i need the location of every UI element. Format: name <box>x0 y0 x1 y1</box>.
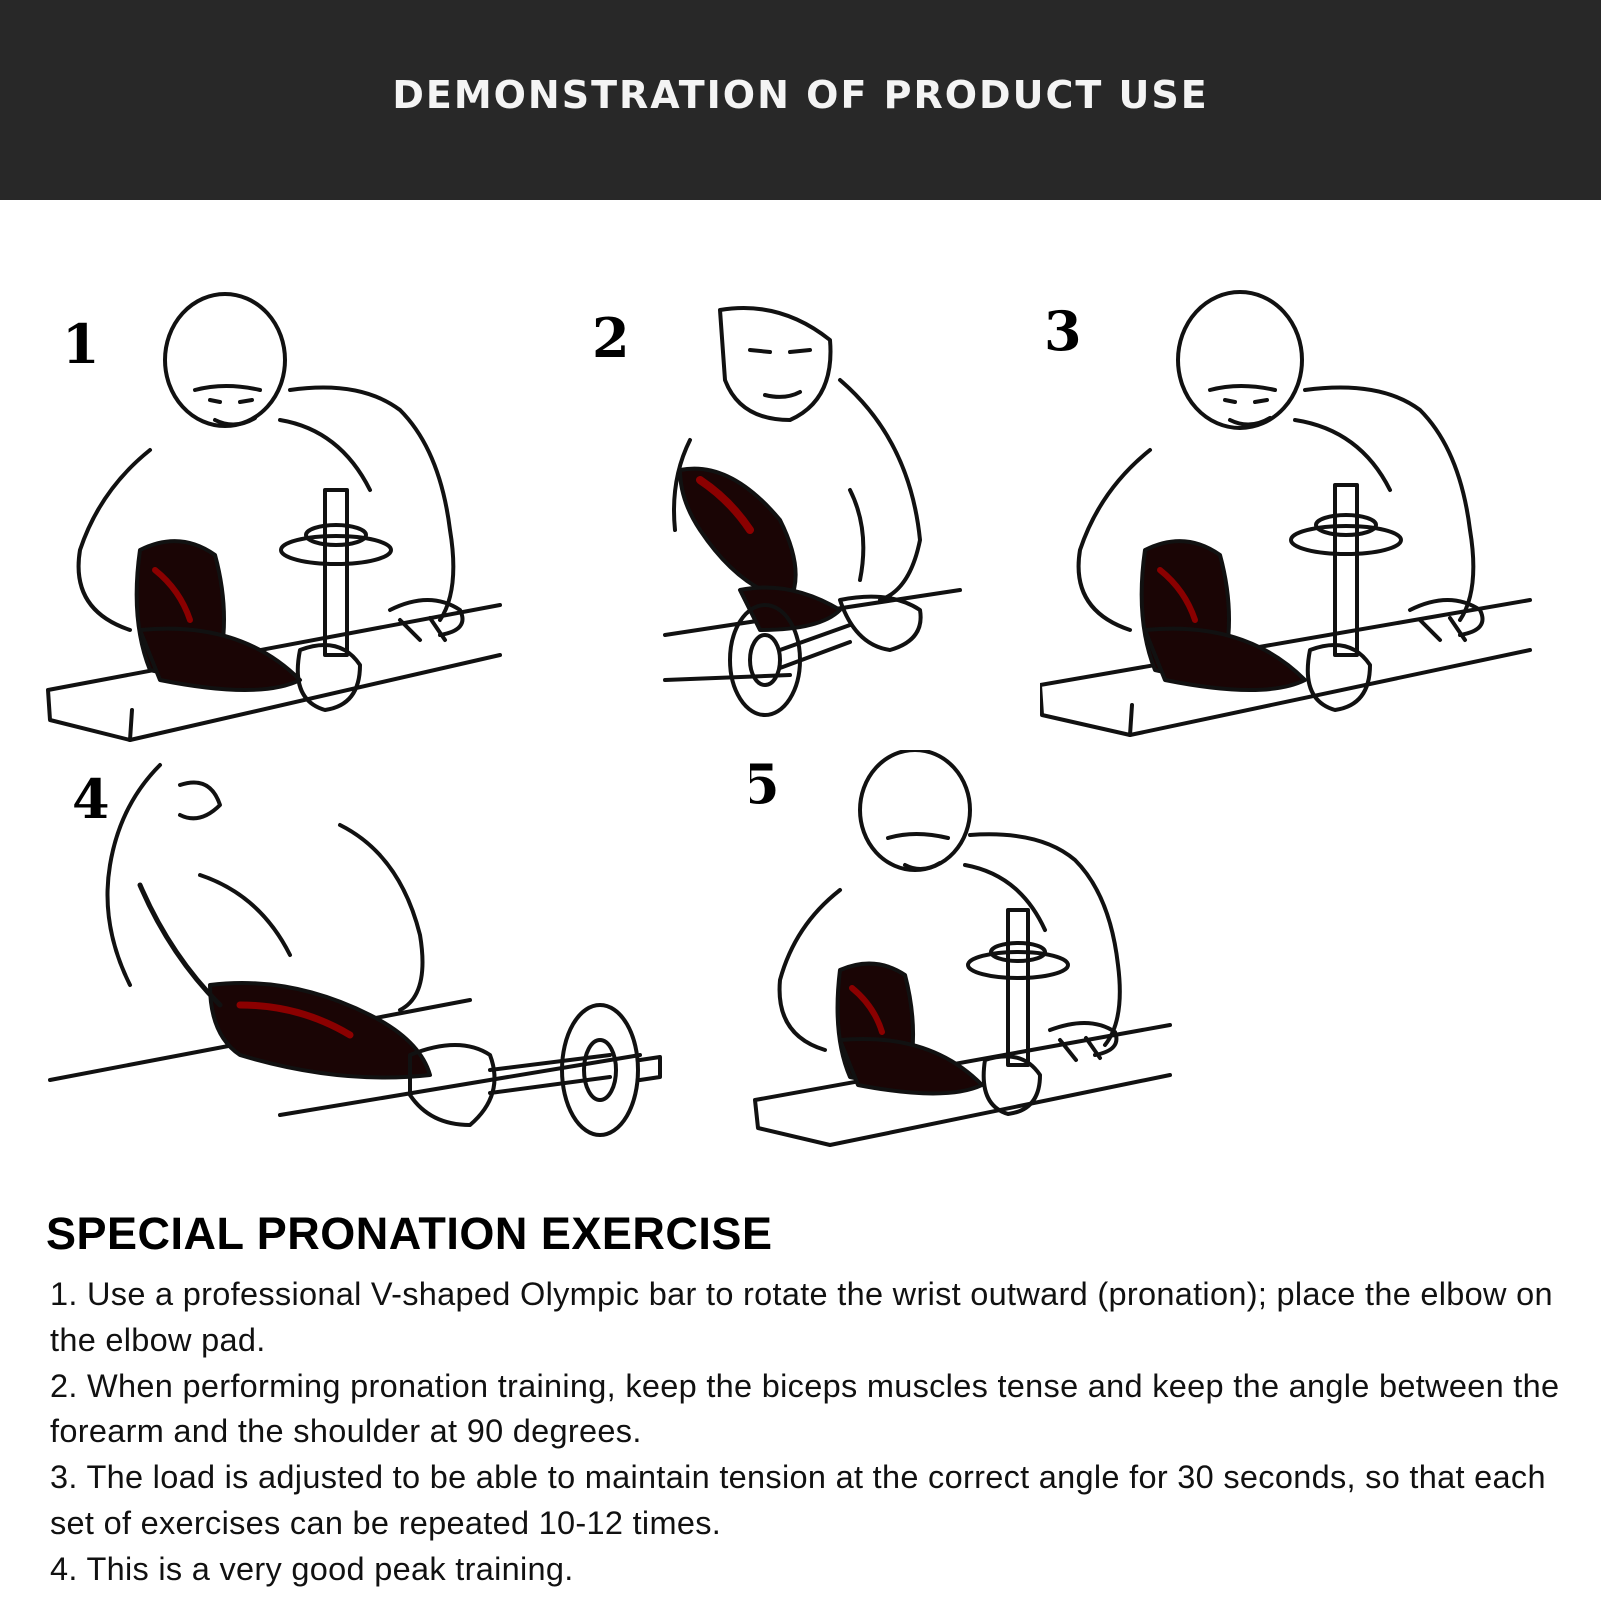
instruction-item: 2. When performing pronation training, k… <box>50 1367 1560 1450</box>
instruction-item: 4. This is a very good peak training. <box>50 1550 574 1587</box>
instruction-item: 3. The load is adjusted to be able to ma… <box>50 1459 1546 1541</box>
instruction-item: 1. Use a professional V-shaped Olympic b… <box>50 1276 1553 1358</box>
illustration-step-4: 4 <box>40 755 680 1165</box>
step-number-2: 2 <box>592 306 630 370</box>
step-number-5: 5 <box>750 752 780 816</box>
section-title: SPECIAL PRONATION EXERCISE <box>46 1208 773 1259</box>
header-banner: DEMONSTRATION OF PRODUCT USE <box>0 0 1601 200</box>
step-number-1: 1 <box>62 312 100 376</box>
header-title: DEMONSTRATION OF PRODUCT USE <box>392 73 1209 117</box>
step-number-4: 4 <box>72 767 110 831</box>
illustration-step-3: 3 <box>1040 285 1570 745</box>
instruction-list: 1. Use a professional V-shaped Olympic b… <box>50 1272 1570 1593</box>
illustration-step-1: 1 <box>40 290 510 750</box>
step-number-3: 3 <box>1044 299 1082 363</box>
illustration-step-2: 2 <box>590 290 980 730</box>
illustration-step-5: 5 <box>750 750 1200 1160</box>
